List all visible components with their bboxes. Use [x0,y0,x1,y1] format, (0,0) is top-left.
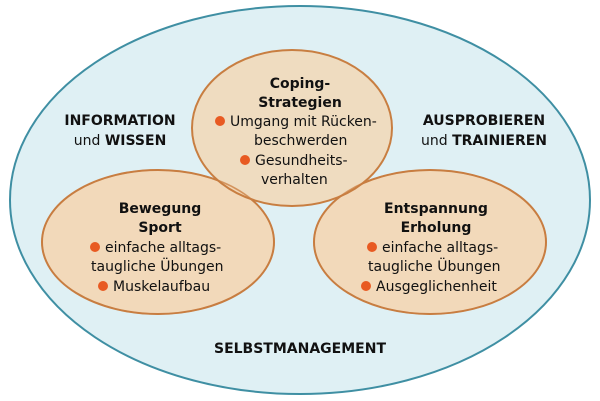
entspannung-text: Entspannung Erholung einfache alltags- t… [361,201,501,295]
bullet-icon [361,281,371,291]
bewegung-bullet-1-line-2: taugliche Übungen [91,257,224,275]
bewegung-text: Bewegung Sport einfache alltags- tauglic… [90,201,224,295]
bullet-icon [90,242,100,252]
label-ausprobieren: AUSPROBIEREN [423,113,545,129]
bewegung-bullet-2-line-1: Muskelaufbau [113,279,210,295]
label-information: INFORMATION [64,113,175,129]
label-wissen: WISSEN [105,133,166,149]
bewegung-title-2: Sport [138,220,182,236]
coping-bullet-1-line-2: beschwerden [254,133,347,149]
entspannung-bullet-2-line-1: Ausgeglichenheit [376,279,497,295]
coping-title-1: Coping- [270,76,331,92]
label-und-trainieren-prefix: und [421,133,452,149]
circle-coping [191,49,393,207]
label-und-wissen-prefix: und [74,133,105,149]
bullet-icon [367,242,377,252]
coping-title-2: Strategien [258,95,342,111]
entspannung-bullet-1-line-2: taugliche Übungen [368,257,501,275]
bullet-icon [98,281,108,291]
bewegung-title-1: Bewegung [119,201,202,217]
bullet-icon [240,155,250,165]
label-selbstmanagement: SELBSTMANAGEMENT [214,341,386,357]
coping-bullet-2-line-1: Gesundheits- [255,153,348,169]
coping-text: Coping- Strategien Umgang mit Rücken- be… [215,76,377,188]
bewegung-bullet-1-line-1: einfache alltags- [105,240,221,256]
label-trainieren: TRAINIEREN [452,133,547,149]
circle-entspannung-outline [313,169,547,315]
entspannung-title-2: Erholung [401,220,472,236]
coping-bullet-1-line-1: Umgang mit Rücken- [230,114,377,130]
circle-bewegung-outline [41,169,275,315]
label-und-trainieren: und TRAINIEREN [421,133,547,149]
label-und-wissen: und WISSEN [74,133,167,149]
entspannung-title-1: Entspannung [384,201,488,217]
circles-group [41,49,547,315]
coping-bullet-2-line-2: verhalten [261,172,328,188]
entspannung-bullet-1-line-1: einfache alltags- [382,240,498,256]
bullet-icon [215,116,225,126]
